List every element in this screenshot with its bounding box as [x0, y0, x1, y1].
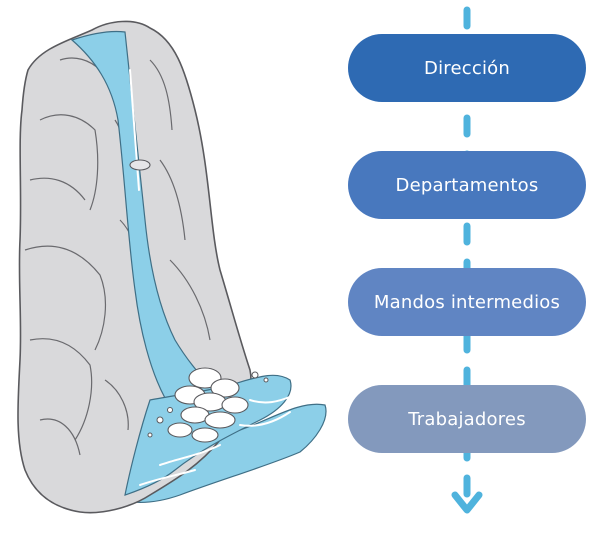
stage-label: Mandos intermedios — [373, 291, 561, 313]
stage-label: Dirección — [424, 57, 510, 79]
stage-label: Departamentos — [395, 174, 539, 196]
hierarchy-flow: Dirección Departamentos Mandos intermedi… — [330, 0, 601, 534]
stage-direccion: Dirección — [348, 34, 586, 102]
stream-stone — [129, 159, 151, 171]
splash-drops — [147, 371, 269, 438]
arrow-down-icon — [451, 491, 483, 514]
stage-departamentos: Departamentos — [348, 151, 586, 219]
water-foam — [167, 367, 249, 443]
waterfall-illustration — [17, 20, 327, 514]
waterfall-rock-drawing — [17, 20, 327, 514]
stage-trabajadores: Trabajadores — [348, 385, 586, 453]
stage-mandos-intermedios: Mandos intermedios — [348, 268, 586, 336]
water-streaks — [129, 69, 293, 486]
stage-label: Trabajadores — [408, 408, 526, 430]
